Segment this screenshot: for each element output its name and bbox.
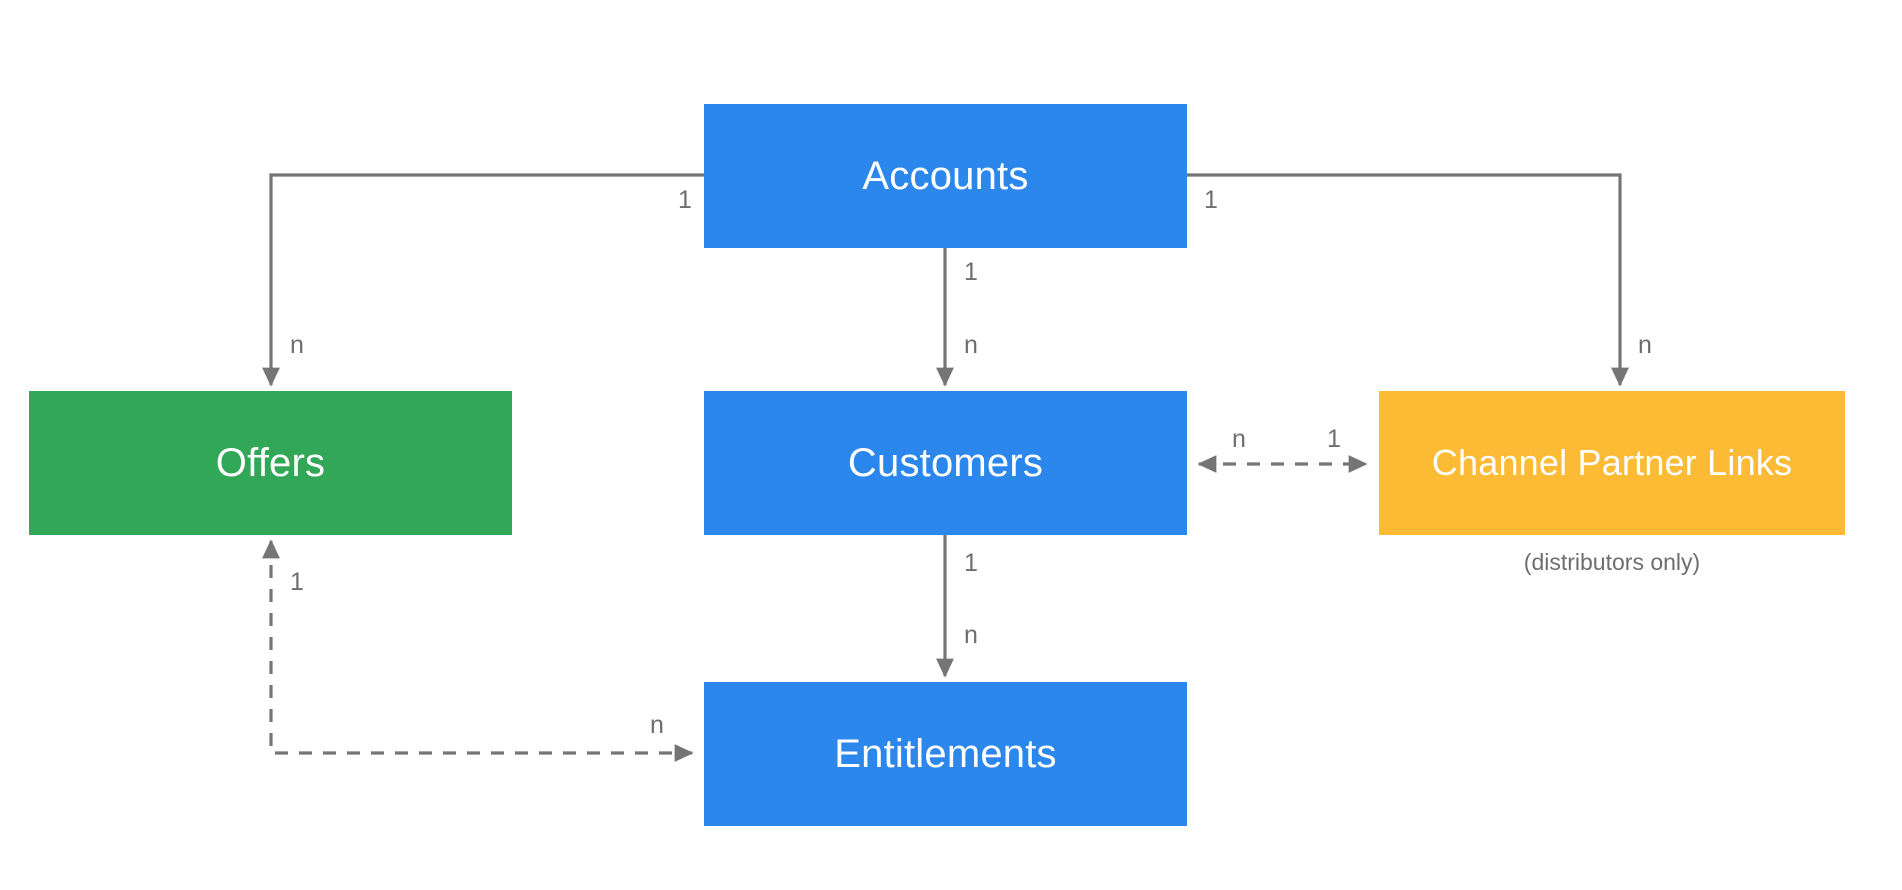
node-channel-partner-links-label: Channel Partner Links bbox=[1431, 442, 1793, 483]
label-accounts-channel-one: 1 bbox=[1204, 186, 1218, 214]
node-accounts-label: Accounts bbox=[862, 154, 1029, 198]
label-customers-channel-one: 1 bbox=[1327, 425, 1341, 453]
label-customers-entitlements-one: 1 bbox=[964, 549, 978, 577]
node-offers-label: Offers bbox=[215, 441, 326, 485]
edge-accounts-to-offers bbox=[262, 173, 704, 387]
label-accounts-customers-one: 1 bbox=[964, 258, 978, 286]
label-accounts-offers-n: n bbox=[290, 331, 304, 359]
label-accounts-channel-n: n bbox=[1638, 331, 1652, 359]
channel-partner-links-caption: (distributors only) bbox=[1523, 549, 1701, 575]
node-entitlements[interactable]: Entitlements bbox=[704, 682, 1187, 826]
edge-accounts-to-channel-partner-links bbox=[1187, 173, 1629, 387]
label-offers-entitlements-n: n bbox=[650, 711, 664, 739]
label-customers-channel-n: n bbox=[1232, 425, 1246, 453]
node-entitlements-label: Entitlements bbox=[834, 732, 1057, 776]
label-accounts-offers-one: 1 bbox=[678, 186, 692, 214]
label-customers-entitlements-n: n bbox=[964, 621, 978, 649]
node-customers-label: Customers bbox=[847, 441, 1044, 485]
edge-offers-entitlements bbox=[262, 539, 694, 762]
label-offers-entitlements-one: 1 bbox=[290, 568, 304, 596]
label-accounts-customers-n: n bbox=[964, 331, 978, 359]
node-accounts[interactable]: Accounts bbox=[704, 104, 1187, 248]
node-channel-partner-links[interactable]: Channel Partner Links bbox=[1379, 391, 1845, 535]
node-offers[interactable]: Offers bbox=[29, 391, 512, 535]
node-customers[interactable]: Customers bbox=[704, 391, 1187, 535]
